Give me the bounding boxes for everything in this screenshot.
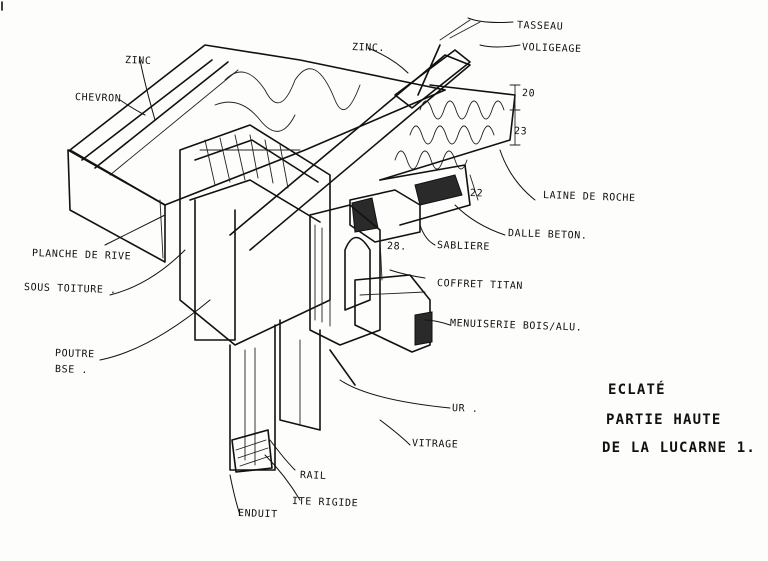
title-line-1: ECLATÉ (608, 382, 666, 398)
label-ur: UR . (451, 403, 479, 415)
label-tasseau: TASSEAU (516, 20, 564, 33)
label-dim-20: 20 (521, 88, 536, 100)
vertical-wall-glazing (194, 199, 356, 471)
label-enduit: ENDUIT (237, 508, 278, 521)
dimension-lines (379, 84, 521, 281)
title-line-3: DE LA LUCARNE 1. (602, 440, 757, 456)
concrete-slab (379, 164, 471, 226)
rock-wool-insulation (379, 84, 516, 181)
label-sabliere: SABLIERE (436, 240, 491, 253)
zinc-sheet-scribble (214, 68, 361, 132)
label-ite-rigide: ITE RIGIDE (291, 496, 359, 510)
dormer-frame (179, 124, 381, 346)
window-frame-menuiserie (354, 274, 433, 353)
ridge-zinc-strip (229, 19, 481, 251)
title-line-2: PARTIE HAUTE (606, 412, 722, 428)
sabliere-beam (349, 189, 421, 243)
label-dim-28: 28. (386, 241, 408, 253)
label-voligeage: VOLIGEAGE (521, 42, 582, 56)
label-vitrage: VITRAGE (411, 438, 459, 451)
label-dim-23: 23 (513, 126, 528, 138)
label-poutre: POUTRE (54, 348, 95, 361)
label-bse: BSE . (54, 364, 89, 377)
planche-de-rive-board (67, 149, 166, 263)
label-rail: RAIL (299, 470, 327, 482)
enduit-block (231, 429, 273, 473)
leader-lines (99, 17, 536, 516)
roof-left-slope (69, 44, 446, 206)
label-chevron: CHEVRON (74, 92, 122, 105)
label-zinc-right: ZINC. (351, 42, 386, 55)
label-dim-22: 22 (469, 188, 484, 200)
label-zinc-left: ZINC (124, 55, 152, 67)
